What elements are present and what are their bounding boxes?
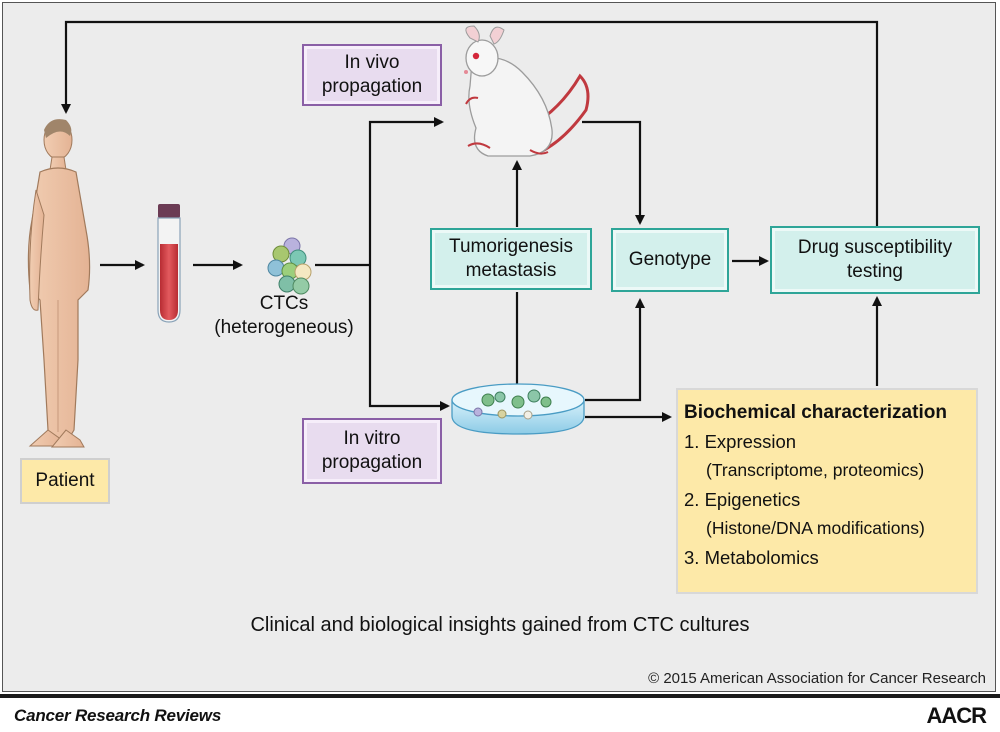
ctcs-title: CTCs	[259, 293, 309, 314]
in-vitro-propagation-box: In vitro propagation	[302, 418, 442, 484]
ctcs-label: CTCs (heterogeneous)	[214, 292, 354, 340]
in-vivo-line2: propagation	[321, 76, 423, 97]
aacr-logo: AACR	[926, 703, 987, 728]
ctc-cluster-icon	[267, 237, 312, 295]
biochemical-item-expression: 1. Expression	[684, 431, 797, 452]
genotype-label: Genotype	[628, 249, 712, 270]
petri-dish-icon	[451, 383, 585, 435]
in-vivo-propagation-box: In vivo propagation	[302, 44, 442, 106]
in-vitro-line1: In vitro	[343, 428, 401, 449]
biochemical-title: Biochemical characterization	[684, 402, 947, 423]
genotype-box: Genotype	[611, 228, 729, 292]
biochemical-item-epigenetics: 2. Epigenetics	[684, 489, 801, 510]
copyright-notice: © 2015 American Association for Cancer R…	[648, 670, 986, 687]
patient-label-box: Patient	[20, 458, 110, 504]
blood-tube-icon	[157, 204, 181, 323]
patient-label: Patient	[35, 470, 95, 491]
biochemical-item-metabolomics: 3. Metabolomics	[684, 547, 819, 568]
drug-line2: testing	[847, 261, 903, 282]
biochemical-item-expression-sub: (Transcriptome, proteomics)	[706, 460, 925, 480]
tumorigenesis-line2: metastasis	[465, 260, 557, 281]
drug-susceptibility-box: Drug susceptibility testing	[770, 226, 980, 294]
footer-bar: Cancer Research Reviews AACR	[0, 694, 1000, 732]
feedback-arrow	[61, 20, 879, 229]
figure-caption: Clinical and biological insights gained …	[250, 614, 750, 636]
mouse-icon	[464, 25, 590, 157]
in-vivo-line1: In vivo	[344, 52, 400, 73]
tumorigenesis-metastasis-box: Tumorigenesis metastasis	[430, 228, 592, 290]
patient-figure	[27, 119, 91, 448]
journal-name: Cancer Research Reviews	[14, 706, 222, 725]
biochemical-item-epigenetics-sub: (Histone/DNA modifications)	[706, 518, 925, 538]
biochemical-characterization-box: Biochemical characterization 1. Expressi…	[676, 388, 978, 594]
drug-line1: Drug susceptibility	[797, 237, 953, 258]
ctcs-subtitle: (heterogeneous)	[214, 317, 354, 338]
tumorigenesis-line1: Tumorigenesis	[449, 236, 573, 257]
ctc-branch-arrows	[315, 117, 450, 411]
in-vitro-line2: propagation	[321, 452, 423, 473]
